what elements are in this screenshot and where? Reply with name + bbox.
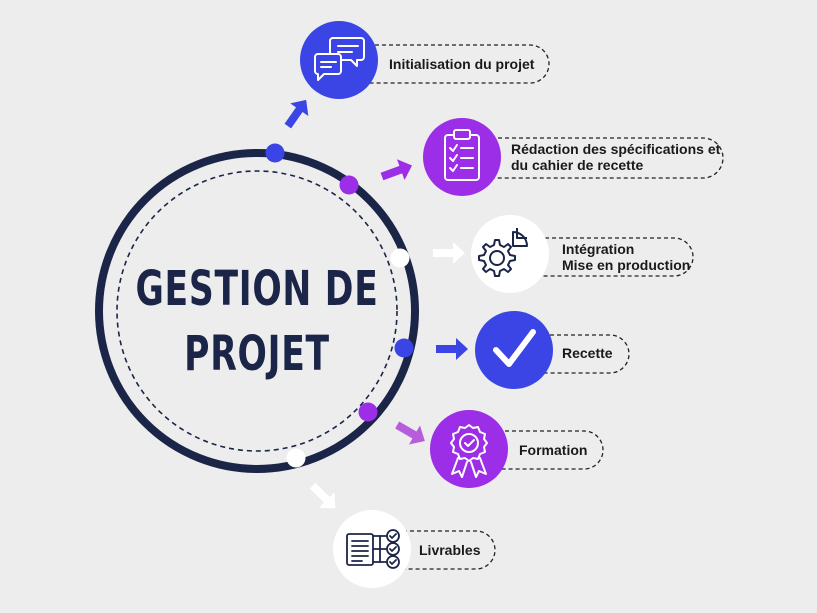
label-pill-2	[470, 137, 724, 179]
gear-chart-icon	[478, 228, 528, 277]
label-pill-1	[340, 44, 550, 84]
arrow-6	[309, 482, 336, 509]
step-label-livrables: Livrables	[419, 542, 481, 558]
ring-dots	[265, 143, 414, 468]
step-circle-5	[430, 410, 508, 488]
ring-dot-2	[339, 175, 359, 195]
label-pill-3	[510, 237, 694, 277]
label-pill-6	[375, 530, 496, 570]
ring-dot-4	[394, 338, 414, 358]
ring-dot-6	[286, 448, 306, 468]
ring-dot-5	[358, 402, 378, 422]
step-label-integration-line2: Mise en production	[562, 257, 690, 273]
arrow-4	[436, 338, 468, 360]
step-label-formation: Formation	[519, 442, 587, 458]
arrow-5	[395, 421, 425, 445]
diagram-title-line1: GESTION DE	[135, 260, 378, 316]
step-label-redaction-line1: Rédaction des spécifications et	[511, 141, 721, 157]
step-circle-4	[475, 311, 553, 389]
arrow-3	[433, 242, 465, 264]
document-checklist-icon	[346, 529, 400, 569]
label-pill-5	[470, 430, 604, 470]
award-badge-icon	[450, 424, 488, 478]
ring-dot-3	[390, 248, 410, 268]
checkmark-icon	[493, 329, 536, 367]
step-circles	[300, 21, 553, 588]
chat-bubbles-icon	[314, 37, 365, 81]
label-pill-4	[515, 334, 630, 374]
arrows	[284, 99, 468, 509]
step-label-recette: Recette	[562, 345, 613, 361]
label-pills	[340, 44, 724, 570]
step-label-initialisation: Initialisation du projet	[389, 56, 535, 72]
diagram-title-line2: PROJET	[184, 325, 330, 381]
step-label-integration-line1: Intégration	[562, 241, 634, 257]
step-label-redaction-line2: du cahier de recette	[511, 157, 643, 173]
arrow-1	[284, 99, 309, 129]
checklist-clipboard-icon	[444, 129, 480, 181]
arrow-2	[380, 159, 413, 181]
ring-dot-1	[265, 143, 285, 163]
main-ring	[95, 149, 419, 473]
